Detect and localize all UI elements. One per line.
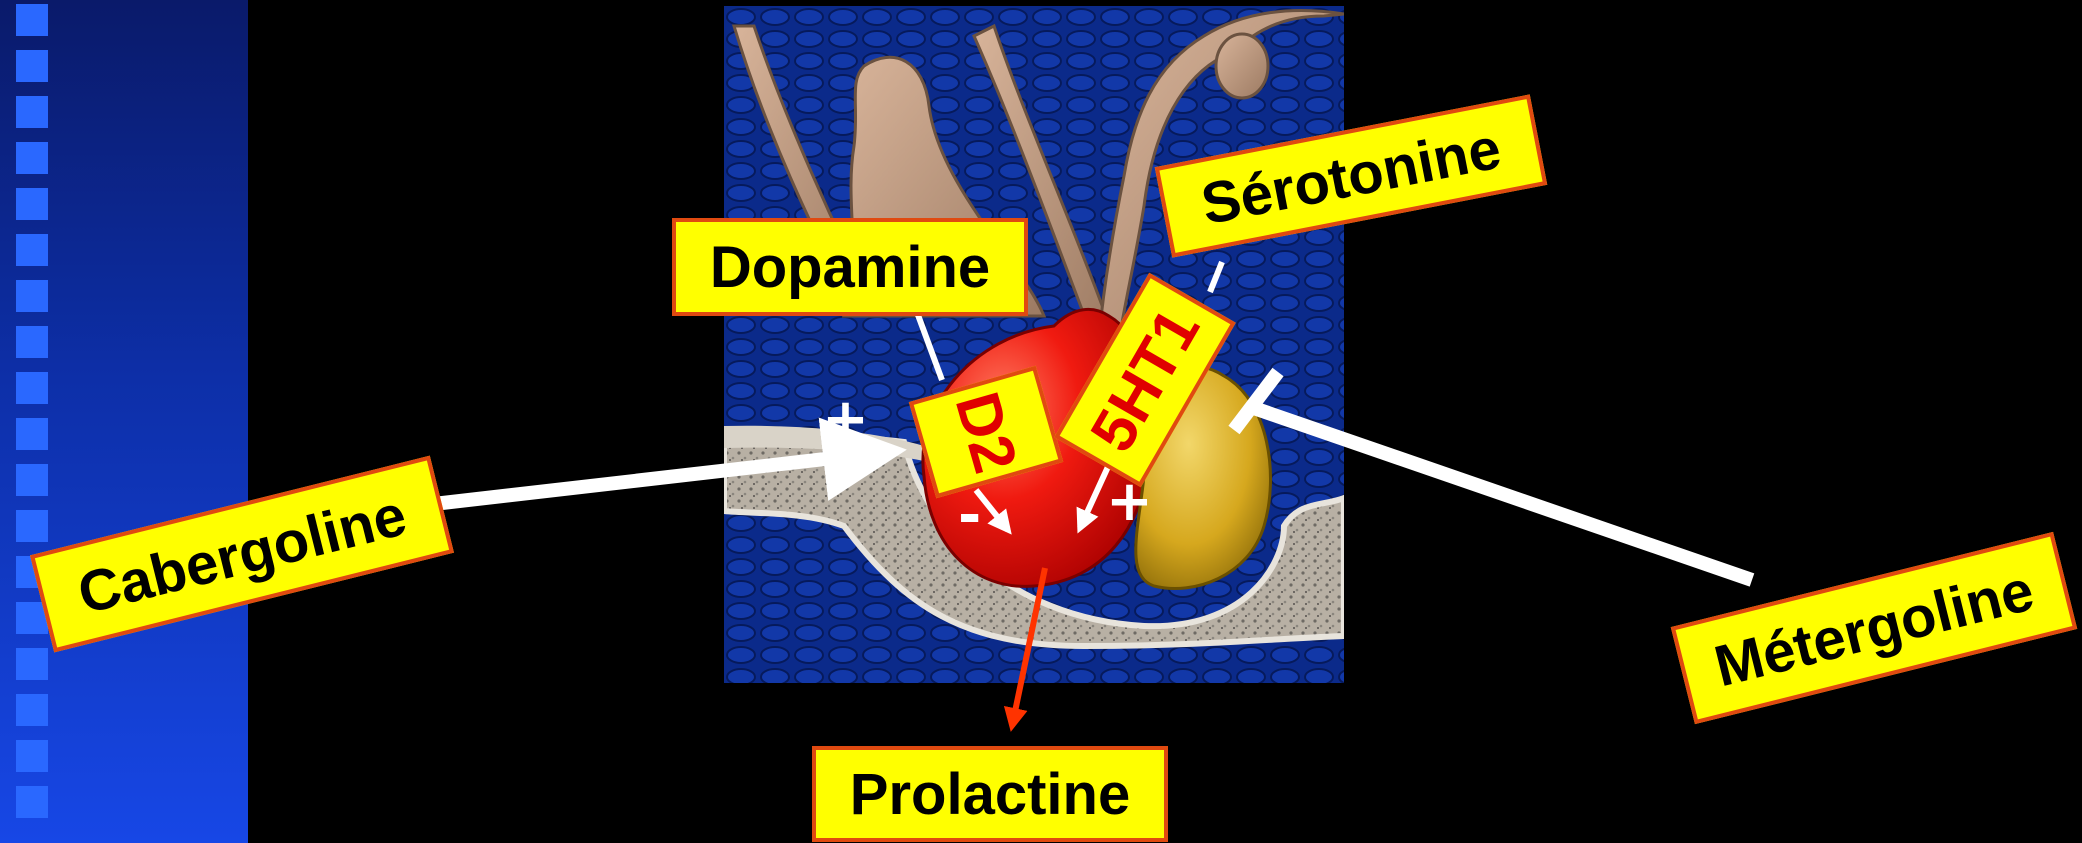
metergoline-inhibition-line: [1248, 406, 1752, 580]
prolactin-secretion-arrow: [1012, 568, 1045, 726]
5ht1-plus-sign: +: [1106, 474, 1153, 530]
d2-minus-sign: -: [958, 488, 981, 544]
d2-receptor-text: D2: [941, 384, 1031, 480]
prolactine-label: Prolactine: [812, 746, 1168, 842]
cabergoline-plus-sign: +: [822, 392, 869, 448]
dopamine-label: Dopamine: [672, 218, 1028, 316]
cabergoline-arrow: [425, 452, 886, 505]
dopamine-connector: [918, 315, 942, 380]
serotonine-connector: [1210, 262, 1222, 292]
